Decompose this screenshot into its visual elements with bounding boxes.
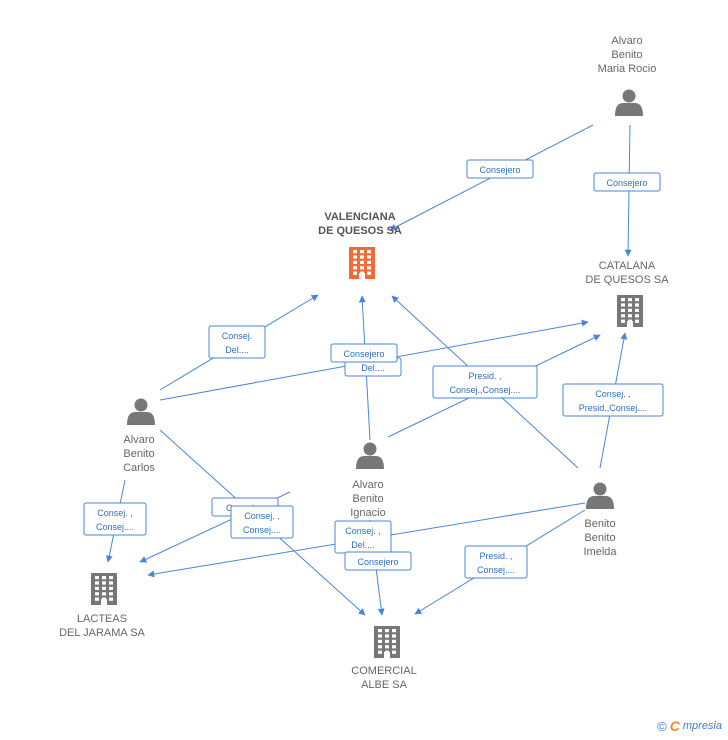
edge-label-box	[464, 545, 528, 579]
edge-label-e-imelda-valenciana[interactable]: Presid. , Consej.,Consej....	[432, 365, 538, 399]
node-label: Alvaro	[352, 479, 383, 491]
edge-label-text: Del....	[351, 540, 375, 550]
node-comercial[interactable]: COMERCIAL ALBE SA	[351, 626, 417, 691]
node-lacteas[interactable]: LACTEAS DEL JARAMA SA	[59, 573, 146, 639]
edge-label-text: Consej....	[477, 565, 515, 575]
edge-label-box	[230, 505, 294, 539]
node-label: Imelda	[583, 546, 617, 558]
building-icon	[374, 626, 400, 658]
person-icon	[615, 89, 643, 116]
edge-label-box	[330, 343, 398, 363]
edge-label-text: Del....	[361, 363, 385, 373]
edge-label-text: Consejero	[606, 178, 647, 188]
edge-label-e-rocio-valenciana[interactable]: Consejero	[466, 159, 534, 179]
edge-label-box	[593, 172, 661, 192]
node-label: Benito	[352, 493, 383, 505]
edge-label-text: Consejero	[357, 557, 398, 567]
node-label: DEL JARAMA SA	[59, 627, 145, 639]
edge-label-box	[208, 325, 266, 359]
edge-label-e-imelda-catalana[interactable]: Consej. , Presid.,Consej....	[562, 383, 664, 417]
person-icon	[586, 482, 614, 509]
node-valenciana[interactable]: VALENCIANA DE QUESOS SA	[318, 211, 402, 279]
edge-label-box	[344, 551, 412, 571]
edge-label-box	[83, 502, 147, 536]
node-label: CATALANA	[599, 260, 656, 272]
brand-name: mpresia	[682, 720, 722, 732]
person-icon	[356, 442, 384, 469]
edge-label-text: Presid. ,	[479, 551, 512, 561]
copyright-icon: ©	[657, 718, 667, 734]
edge-label-text: Consejero	[343, 349, 384, 359]
node-label: LACTEAS	[77, 613, 127, 625]
building-icon	[349, 247, 375, 279]
edge-label-text: Consej....	[243, 525, 281, 535]
edge-label-e-imelda-comercial[interactable]: Presid. , Consej....	[464, 545, 528, 579]
edge-label-text: Consejero	[479, 165, 520, 175]
edge-label-e-carlos-valenciana[interactable]: Consej. Del....	[208, 325, 266, 359]
person-icon	[127, 398, 155, 425]
node-label: Alvaro	[123, 434, 154, 446]
edge-label-text: Consej. ,	[345, 526, 381, 536]
edge-label-text: Consej. ,	[244, 511, 280, 521]
node-label: COMERCIAL	[351, 665, 416, 677]
edge-label-text: Consej. ,	[97, 508, 133, 518]
building-icon	[91, 573, 117, 605]
edge-label-e-carlos-lacteas[interactable]: Consej. , Consej....	[83, 502, 147, 536]
building-icon	[617, 295, 643, 327]
node-label: DE QUESOS SA	[585, 274, 669, 286]
node-label: Benito	[123, 448, 154, 460]
node-label: ALBE SA	[361, 679, 408, 691]
edge-label-box	[466, 159, 534, 179]
node-catalana[interactable]: CATALANA DE QUESOS SA	[585, 260, 669, 327]
node-label: Maria Rocio	[598, 63, 657, 75]
brand-logo-mark: C	[669, 718, 680, 734]
edge-label-text: Del....	[225, 345, 249, 355]
edge-label-box	[432, 365, 538, 399]
node-label: Benito	[584, 532, 615, 544]
node-label: DE QUESOS SA	[318, 225, 402, 237]
node-label: Benito	[611, 49, 642, 61]
edge-label-text: Presid.,Consej....	[579, 403, 648, 413]
edge-label-e-imelda-lacteas[interactable]: Consej. , Del....	[334, 520, 392, 554]
edge-label-text: Consej. ,	[595, 389, 631, 399]
edge-label-box	[562, 383, 664, 417]
node-label: Carlos	[123, 462, 155, 474]
edge-label-text: Consej....	[96, 522, 134, 532]
node-label: Alvaro	[611, 35, 642, 47]
edge-label-text: Consej.,Consej....	[449, 385, 520, 395]
edge-label-e-ignacio-valenciana[interactable]: Consejero	[330, 343, 398, 363]
edge-label-e-rocio-catalana[interactable]: Consejero	[593, 172, 661, 192]
node-label: VALENCIANA	[324, 211, 395, 223]
node-label: Benito	[584, 518, 615, 530]
edge-label-e-ignacio-comercial[interactable]: Consejero	[344, 551, 412, 571]
edge-label-text: Consej.	[222, 331, 253, 341]
node-label: Ignacio	[350, 507, 385, 519]
edge-label-e-ignacio-lacteas[interactable]: Consej. , Consej....	[230, 505, 294, 539]
edge-label-text: Presid. ,	[468, 371, 501, 381]
